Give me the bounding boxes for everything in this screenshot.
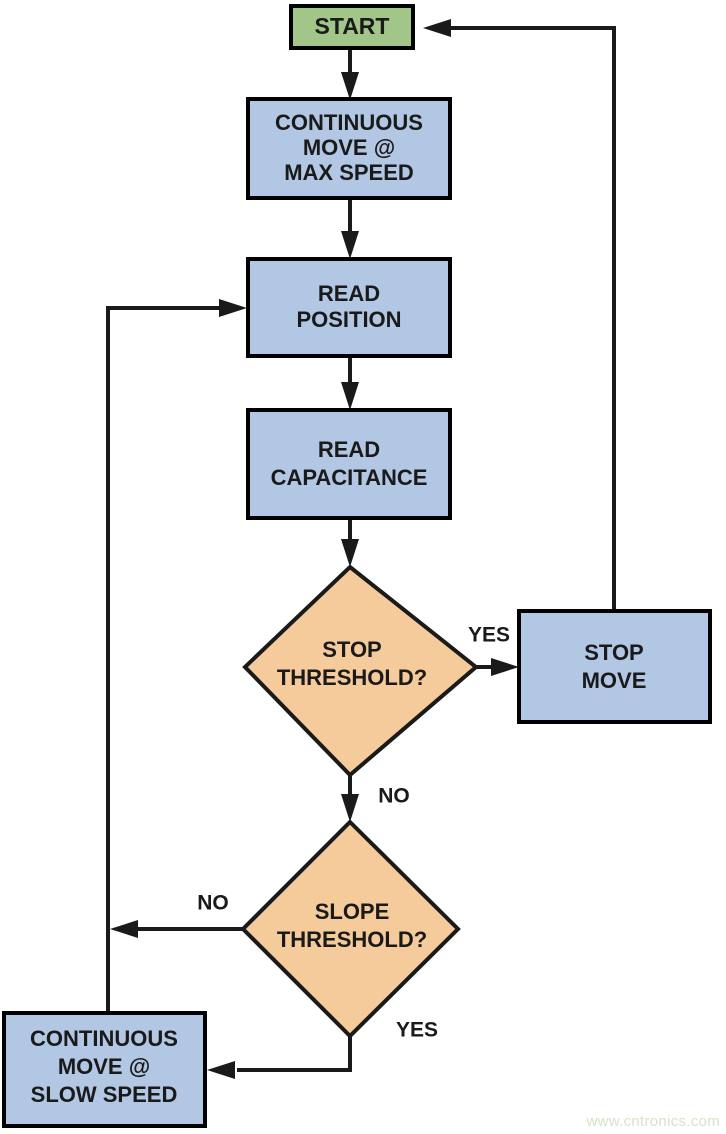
edge-slope-threshold-yes-to-slow-speed [207, 1036, 352, 1079]
edge-stop-threshold-yes-to-stop-move [476, 658, 519, 676]
edge-start-to-max-speed [341, 48, 359, 100]
slope-threshold-label-line2: THRESHOLD? [277, 927, 427, 952]
edge-read-position-to-read-capacitance [341, 356, 359, 410]
edge-left-feedback-riser [106, 299, 247, 1013]
start-shape[interactable] [289, 4, 415, 50]
edge-slope-threshold-no-to-read-position [110, 920, 243, 938]
continuous-move-max-speed-label-line3: MAX SPEED [284, 160, 414, 185]
read-position-shape[interactable] [246, 257, 452, 358]
continuous-move-max-speed-label-line2: MOVE @ [303, 135, 395, 160]
node-stop-threshold[interactable]: STOP THRESHOLD? [242, 564, 480, 778]
node-read-position[interactable]: READ POSITION [246, 257, 452, 358]
stop-threshold-shape[interactable] [242, 564, 480, 778]
edge-read-capacitance-to-stop-threshold [341, 518, 359, 567]
edge-label-slope-threshold-no: NO [197, 892, 229, 915]
continuous-move-max-speed-label-line1: CONTINUOUS [275, 110, 423, 135]
continuous-move-max-speed-shape[interactable] [246, 97, 452, 200]
node-continuous-move-max-speed[interactable]: CONTINUOUS MOVE @ MAX SPEED [246, 97, 452, 200]
node-slope-threshold[interactable]: SLOPE THRESHOLD? [240, 819, 461, 1039]
read-capacitance-label-line1: READ [318, 437, 380, 462]
node-read-capacitance[interactable]: READ CAPACITANCE [246, 408, 452, 520]
edge-stop-threshold-no-to-slope-threshold [341, 775, 359, 822]
continuous-move-slow-speed-label-line3: SLOW SPEED [31, 1082, 178, 1107]
node-continuous-move-slow-speed[interactable]: CONTINUOUS MOVE @ SLOW SPEED [2, 1011, 207, 1128]
read-position-label-line2: POSITION [296, 307, 401, 332]
stop-move-label-line2: MOVE [582, 668, 647, 693]
edge-max-speed-to-read-position [341, 198, 359, 259]
edge-stop-move-to-start [423, 19, 616, 611]
stop-threshold-label-line2: THRESHOLD? [277, 665, 427, 690]
edge-label-stop-threshold-yes: YES [468, 624, 510, 647]
node-start[interactable]: START [289, 4, 415, 50]
edge-label-stop-threshold-no: NO [378, 785, 410, 808]
stop-threshold-label-line1: STOP [322, 637, 382, 662]
start-label: START [315, 13, 390, 39]
watermark-text: www.cntronics.com [586, 1113, 720, 1130]
stop-move-shape[interactable] [517, 609, 712, 724]
continuous-move-slow-speed-shape[interactable] [2, 1011, 207, 1128]
continuous-move-slow-speed-label-line1: CONTINUOUS [30, 1026, 178, 1051]
stop-move-label-line1: STOP [584, 640, 644, 665]
read-position-label-line1: READ [318, 281, 380, 306]
edge-label-slope-threshold-yes: YES [396, 1019, 438, 1042]
read-capacitance-label-line2: CAPACITANCE [271, 465, 428, 490]
slope-threshold-shape[interactable] [240, 819, 461, 1039]
slope-threshold-label-line1: SLOPE [315, 899, 390, 924]
node-stop-move[interactable]: STOP MOVE [517, 609, 712, 724]
read-capacitance-shape[interactable] [246, 408, 452, 520]
continuous-move-slow-speed-label-line2: MOVE @ [58, 1054, 150, 1079]
